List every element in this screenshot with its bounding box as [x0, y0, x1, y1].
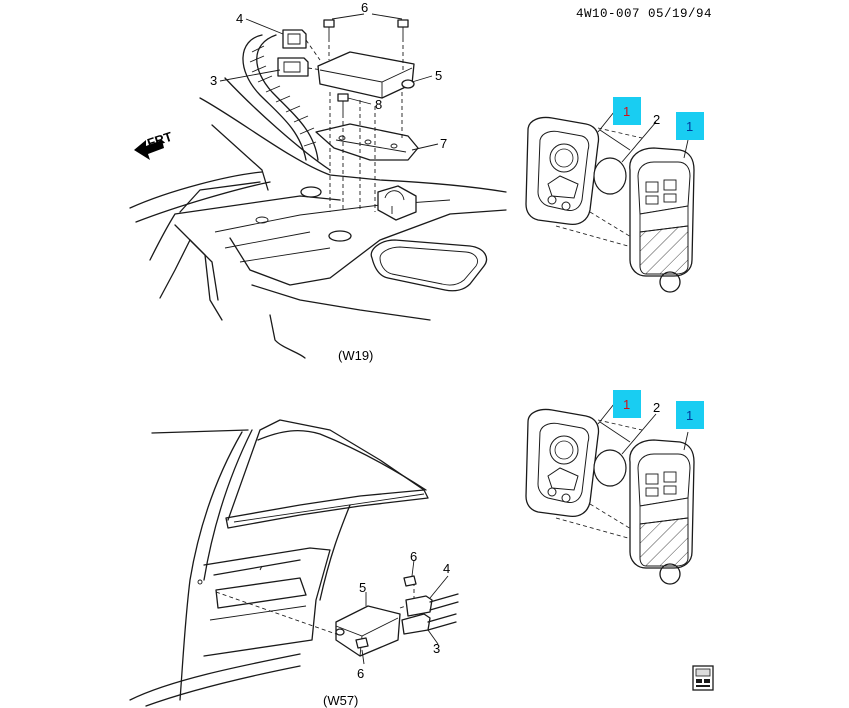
lamp-assembly-lower — [525, 403, 695, 585]
lower-view: 6 4 5 3 6 (W57) — [129, 419, 459, 708]
lamp-assembly-upper — [525, 111, 695, 293]
hotspot-2-right-label[interactable]: 1 — [686, 408, 693, 423]
hotspot-2-left[interactable] — [613, 390, 641, 418]
view-caption-w19: (W19) — [338, 348, 373, 363]
diagram-code: 4W10-007 05/19/94 — [576, 7, 712, 21]
callout-6-bottom: 6 — [357, 666, 364, 681]
view-caption-w57: (W57) — [323, 693, 358, 708]
hotspot-2-left-label[interactable]: 1 — [623, 397, 630, 412]
hotspot-1-right-label[interactable]: 1 — [686, 119, 693, 134]
direction-label: FRT — [145, 129, 174, 151]
callout-5: 5 — [435, 68, 442, 83]
front-arrow-icon — [134, 140, 164, 160]
side-panel-upper: 1 2 1 — [525, 97, 704, 293]
upper-view: FRT 4 6 3 5 8 7 (W19) — [129, 0, 507, 363]
callout-6: 6 — [361, 0, 368, 15]
callout-8: 8 — [375, 97, 382, 112]
hotspot-1-right[interactable] — [676, 112, 704, 140]
hotspot-1-left[interactable] — [613, 97, 641, 125]
callout-2: 2 — [653, 112, 660, 127]
parts-catalog-icon[interactable] — [692, 665, 714, 691]
hotspot-2-right[interactable] — [676, 401, 704, 429]
callout-3: 3 — [210, 73, 217, 88]
hotspot-1-left-label[interactable]: 1 — [623, 104, 630, 119]
callout-5-lower: 5 — [359, 580, 366, 595]
callout-3-lower: 3 — [433, 641, 440, 656]
callout-4: 4 — [236, 11, 243, 26]
callout-7: 7 — [440, 136, 447, 151]
callout-2-lower: 2 — [653, 400, 660, 415]
side-panel-lower: 1 2 1 — [525, 390, 704, 585]
callout-4-lower: 4 — [443, 561, 450, 576]
callout-6-top: 6 — [410, 549, 417, 564]
